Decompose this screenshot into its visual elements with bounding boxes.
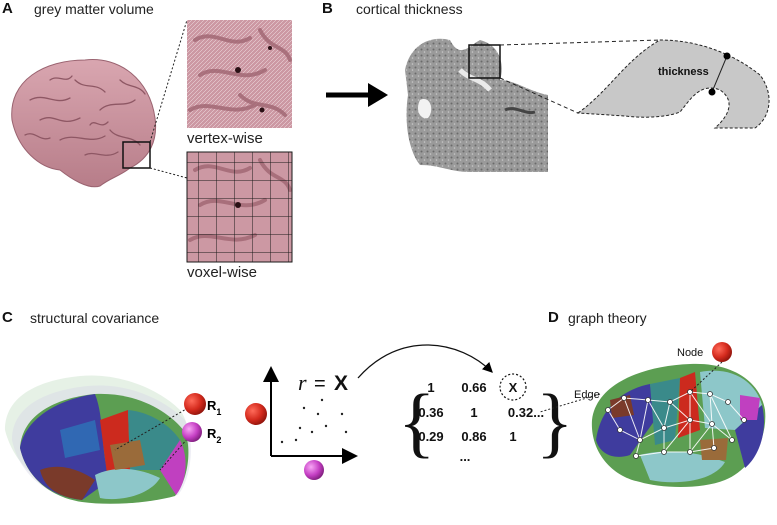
r1-label: R <box>207 398 217 413</box>
thickness-schematic: thickness <box>576 39 770 129</box>
panel-letter-a: A <box>2 0 13 17</box>
correlation-matrix: 1 0.66 X 0.36 1 0.32... 0.29 0.86 1 ... <box>418 373 544 464</box>
matrix-cell: 0.36 <box>418 405 443 420</box>
r2-region-sphere <box>182 422 202 442</box>
matrix-cell: X <box>509 380 518 395</box>
matrix-cell: 0.86 <box>461 429 486 444</box>
scatter-plot-schematic <box>245 366 358 480</box>
r2-label: R <box>207 426 217 441</box>
matrix-cell: 0.32... <box>508 405 544 420</box>
matrix-cell: 1 <box>509 429 516 444</box>
matrix-cell: 1 <box>470 405 477 420</box>
right-arrow-icon <box>326 83 388 107</box>
highlighted-cell-circle <box>499 373 527 401</box>
panel-letter-d: D <box>548 309 559 326</box>
panel-letter-b: B <box>322 0 333 17</box>
svg-text:R2: R2 <box>207 426 221 445</box>
r1-region-sphere <box>184 393 206 415</box>
panel-title-a: grey matter volume <box>34 1 154 17</box>
r1-subscript: 1 <box>216 407 221 417</box>
node-label: Node <box>677 347 703 359</box>
edge-label: Edge <box>574 389 600 401</box>
matrix-cell: 1 <box>427 380 434 395</box>
parcellated-brain-d <box>591 363 766 487</box>
vertex-wise-zoom-image <box>187 20 292 128</box>
y-axis-red-sphere <box>245 403 267 425</box>
x-axis-magenta-sphere <box>304 460 324 480</box>
panel-title-c: structural covariance <box>30 310 160 326</box>
thickness-label: thickness <box>658 66 709 78</box>
curved-arrow <box>357 344 493 379</box>
node-sphere <box>712 342 732 362</box>
svg-text:R1: R1 <box>207 398 221 417</box>
voxel-wise-zoom-image <box>186 151 293 263</box>
r2-subscript: 2 <box>216 435 221 445</box>
parcellated-brain-c <box>5 375 191 504</box>
equation-r: r <box>298 370 307 395</box>
matrix-left-brace: { <box>398 378 435 465</box>
panel-letter-c: C <box>2 309 13 326</box>
vertex-wise-caption: vertex-wise <box>187 130 263 147</box>
equation-x: X <box>334 372 348 395</box>
cortical-slice-image <box>405 38 548 172</box>
equation-equals: = <box>314 373 326 395</box>
graph-network-overlay <box>605 389 747 459</box>
voxel-wise-caption: voxel-wise <box>187 264 258 281</box>
panel-title-b: cortical thickness <box>356 1 463 17</box>
matrix-cell: 0.66 <box>461 380 486 395</box>
matrix-right-brace: } <box>536 378 573 465</box>
panel-title-d: graph theory <box>568 310 647 326</box>
pink-brain-illustration <box>11 59 157 188</box>
matrix-cell: ... <box>460 449 471 464</box>
matrix-cell: 0.29 <box>418 429 443 444</box>
